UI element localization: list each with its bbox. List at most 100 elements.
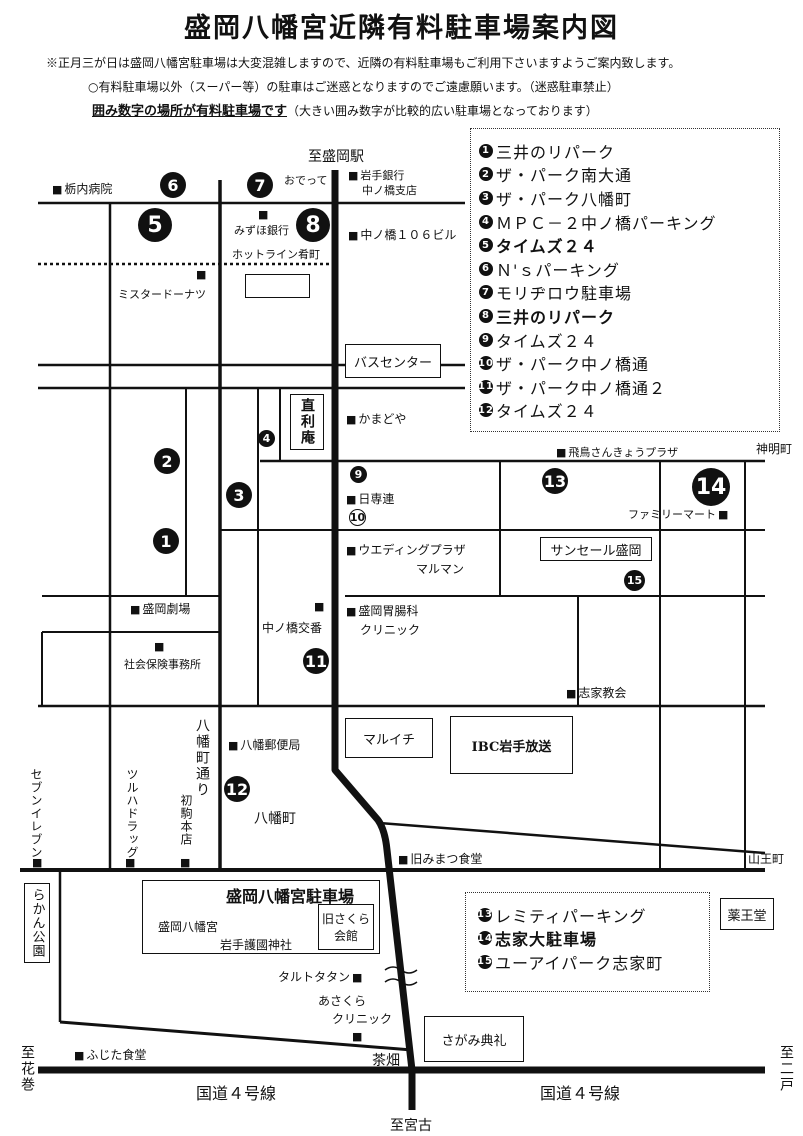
place-iwate-bank: 岩手銀行 bbox=[348, 167, 404, 183]
parking-marker-14[interactable]: 14 bbox=[692, 468, 730, 506]
mizuho-marker: ■ bbox=[258, 208, 269, 221]
place-gekijo: 盛岡劇場 bbox=[130, 600, 190, 617]
note-line3: 囲み数字の場所が有料駐車場です（大きい囲み数字が比較的広い駐車場となっております… bbox=[92, 100, 598, 119]
dir-miyako: 至宮古 bbox=[390, 1118, 432, 1134]
place-rakan: らかん公園 bbox=[24, 883, 50, 963]
seven-marker: ■ bbox=[32, 856, 43, 869]
legend-number-6: 6 bbox=[479, 261, 493, 276]
route4-left-label: 国道４号線 bbox=[196, 1084, 277, 1103]
sannocho-label: 山王町 bbox=[748, 852, 785, 866]
koban-marker: ■ bbox=[314, 600, 325, 613]
legend-label-8: 三井のリパーク bbox=[496, 307, 616, 327]
place-tarutotatan: タルトタタン bbox=[278, 968, 362, 985]
parking-marker-7[interactable]: 7 bbox=[247, 172, 273, 198]
place-sunsele: サンセール盛岡 bbox=[540, 537, 652, 561]
place-misdo: ミスタードーナツ bbox=[118, 288, 206, 301]
legend-number-10: 10 bbox=[478, 356, 494, 371]
shakaihoken-marker: ■ bbox=[154, 640, 165, 653]
shinmeicho-label: 神明町 bbox=[756, 442, 793, 456]
parking-marker-1[interactable]: 1 bbox=[153, 528, 179, 554]
legend-label-3: ザ・パーク八幡町 bbox=[496, 189, 633, 209]
legend-number-15: 15 bbox=[477, 954, 493, 969]
parking-marker-6[interactable]: 6 bbox=[160, 172, 186, 198]
place-asakura: あさくら bbox=[318, 994, 367, 1008]
legend-label-7: モリヂロウ駐車場 bbox=[496, 284, 633, 304]
place-odette: おでって bbox=[284, 174, 328, 187]
place-maruichi: マルイチ bbox=[345, 718, 433, 758]
place-mimatsu: 旧みまつ食堂 bbox=[398, 850, 482, 867]
place-mizuho: みずほ銀行 bbox=[234, 224, 289, 237]
legend-number-3: 3 bbox=[479, 190, 493, 205]
legend-number-14: 14 bbox=[477, 931, 493, 946]
parking-marker-12[interactable]: 12 bbox=[224, 776, 250, 802]
place-seven: セブンイレブン bbox=[29, 768, 43, 859]
parking-marker-3[interactable]: 3 bbox=[226, 482, 252, 508]
place-sakura-line2: 会館 bbox=[333, 929, 358, 943]
place-asakura2: クリニック bbox=[332, 1012, 393, 1026]
legend-number-4: 4 bbox=[479, 214, 493, 229]
legend-number-7: 7 bbox=[479, 285, 493, 300]
legend-label-11: ザ・パーク中ノ橋通２ bbox=[496, 378, 667, 398]
place-gokoku: 岩手護國神社 bbox=[220, 938, 293, 952]
legend-number-12: 12 bbox=[478, 403, 494, 418]
dir-morioka-station: 至盛岡駅 bbox=[308, 149, 364, 165]
legend-number-5: 5 bbox=[479, 238, 493, 253]
legend-label-9: タイムズ２４ bbox=[496, 331, 598, 351]
note-line3-sub: （大きい囲み数字が比較的広い駐車場となっております） bbox=[287, 104, 598, 118]
legend-label-5: タイムズ２４ bbox=[496, 237, 598, 257]
street-sanno bbox=[379, 821, 766, 855]
parking-marker-5[interactable]: 5 bbox=[138, 208, 172, 242]
parking-marker-10[interactable]: 10 bbox=[349, 509, 366, 526]
legend-number-2: 2 bbox=[479, 167, 493, 182]
place-ibc: IBC岩手放送 bbox=[450, 716, 573, 774]
place-sakura-line1: 旧さくら bbox=[321, 912, 370, 926]
legend-label-4: ＭＰＣ－２中ノ橋パーキング bbox=[496, 213, 717, 233]
place-iwate-bank-branch: 中ノ橋支店 bbox=[362, 184, 417, 197]
hatsukoma-marker: ■ bbox=[180, 856, 191, 869]
parking-marker-9[interactable]: 9 bbox=[350, 466, 367, 483]
place-koban: 中ノ橋交番 bbox=[262, 621, 323, 635]
place-sakura: 旧さくら 会館 bbox=[318, 904, 374, 950]
place-hachimangu-parking: 盛岡八幡宮駐車場 bbox=[226, 887, 355, 906]
legend-label-10: ザ・パーク中ノ橋通 bbox=[496, 355, 650, 375]
place-naorian: 直利庵 bbox=[290, 394, 324, 450]
hachimancho-label: 八幡町 bbox=[254, 811, 296, 827]
legend-label-1: 三井のリパーク bbox=[496, 142, 616, 162]
legend-label-15: ユーアイパーク志家町 bbox=[495, 953, 664, 973]
parking-marker-13[interactable]: 13 bbox=[542, 468, 568, 494]
place-fujita: ふじた食堂 bbox=[74, 1046, 146, 1063]
place-asuka: 飛鳥さんきょうプラザ bbox=[556, 444, 678, 460]
parking-marker-11[interactable]: 11 bbox=[303, 648, 329, 674]
place-shike-church: 志家教会 bbox=[566, 684, 626, 701]
place-kamadoya: かまどや bbox=[346, 410, 406, 427]
asakura-marker: ■ bbox=[352, 1030, 363, 1043]
parking-marker-2[interactable]: 2 bbox=[154, 448, 180, 474]
parking-marker-8[interactable]: 8 bbox=[296, 208, 330, 242]
tsuruha-marker: ■ bbox=[125, 856, 136, 869]
main-avenue bbox=[331, 170, 416, 1110]
legend-number-13: 13 bbox=[477, 907, 493, 922]
building-box bbox=[245, 274, 310, 298]
dir-ninohe: 至二戸 bbox=[778, 1045, 794, 1093]
parking-marker-4[interactable]: 4 bbox=[258, 430, 275, 447]
place-tsuruha: ツルハドラッグ bbox=[125, 768, 139, 859]
place-yakuodo: 薬王堂 bbox=[720, 898, 774, 930]
legend-number-9: 9 bbox=[479, 332, 493, 347]
legend-number-8: 8 bbox=[479, 308, 493, 323]
parking-marker-15[interactable]: 15 bbox=[624, 570, 645, 591]
